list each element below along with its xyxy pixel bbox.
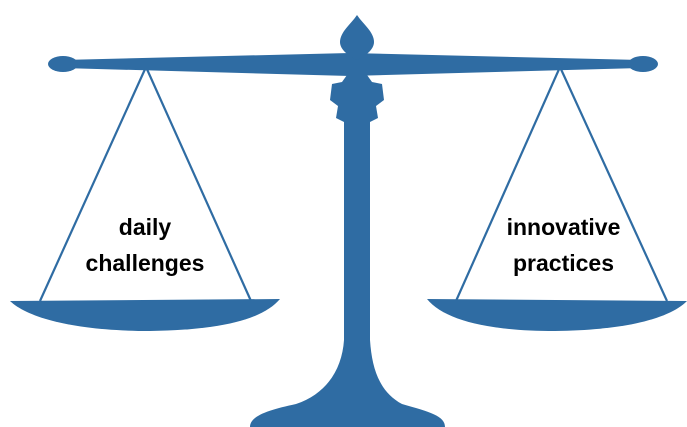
right-pan-label-line-1: innovative	[506, 214, 621, 240]
left-pan-strings	[38, 66, 253, 302]
beam-left-end	[48, 56, 78, 72]
scale-pillar	[250, 75, 445, 427]
right-pan-strings	[454, 66, 669, 302]
scale-beam	[62, 53, 640, 76]
right-pan-label: innovative practices	[476, 209, 651, 281]
left-pan	[10, 299, 280, 331]
scale-finial	[340, 15, 374, 60]
beam-right-end	[628, 56, 658, 72]
left-pan-label: daily challenges	[70, 209, 220, 281]
right-pan	[427, 299, 687, 331]
right-pan-label-line-2: practices	[512, 250, 614, 276]
left-pan-label-line-2: challenges	[85, 250, 205, 276]
left-pan-label-line-1: daily	[118, 214, 172, 240]
